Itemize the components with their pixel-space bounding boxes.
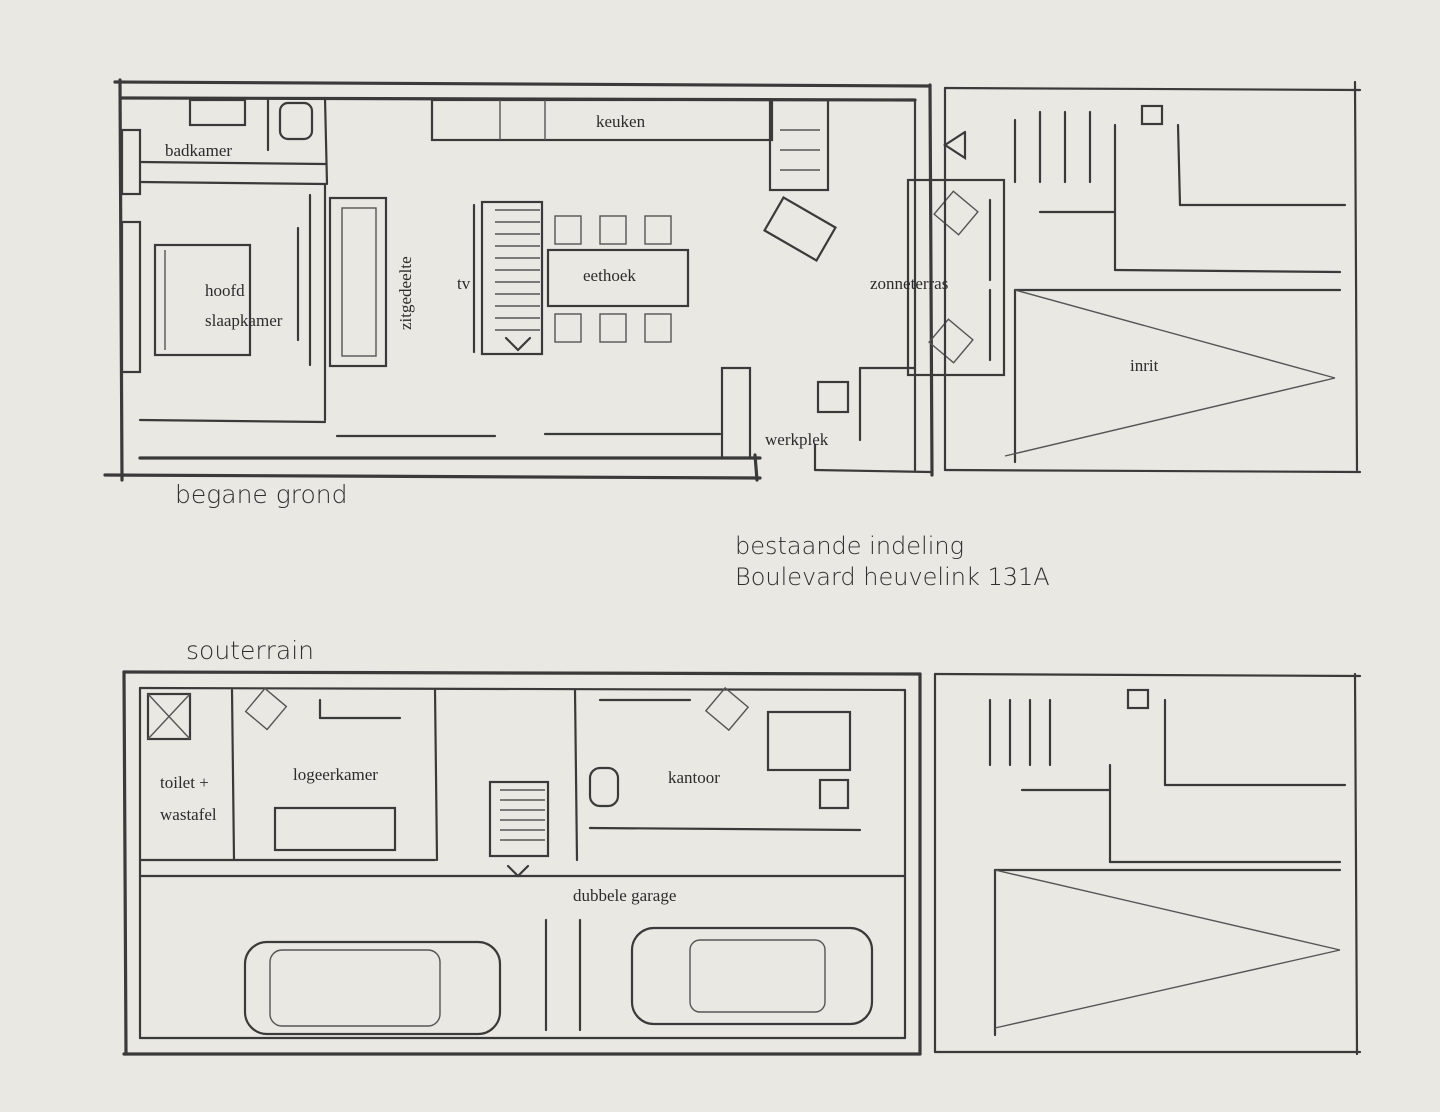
room-label-logeerkamer: logeerkamer [293,765,378,784]
sheet-title-line2: Boulevard heuvelink 131A [735,563,1050,591]
room-label-eethoek: eethoek [583,266,636,285]
room-label-keuken: keuken [596,112,646,131]
basement-floor-plan [122,670,1362,1056]
room-label-toilet: toilet + [160,773,209,792]
room-label-tv: tv [457,274,471,293]
room-label-zonneterras: zonneterras [870,274,949,293]
room-label-zitgedeelte: zitgedeelte [396,256,415,330]
room-label-garage: dubbele garage [573,886,677,905]
room-label-slaapkamer: slaapkamer [205,311,283,330]
room-label-hoofd: hoofd [205,281,245,300]
room-label-badkamer: badkamer [165,141,233,160]
room-label-wastafel: wastafel [160,805,217,824]
floor-name-ground: begane grond [175,480,348,509]
room-label-kantoor: kantoor [668,768,720,787]
room-label-werkplek: werkplek [765,430,829,449]
sheet-title-line1: bestaande indeling [735,532,964,560]
room-label-inrit: inrit [1130,356,1159,375]
ground-floor-plan [103,78,1362,482]
floor-name-basement: souterrain [186,636,315,665]
